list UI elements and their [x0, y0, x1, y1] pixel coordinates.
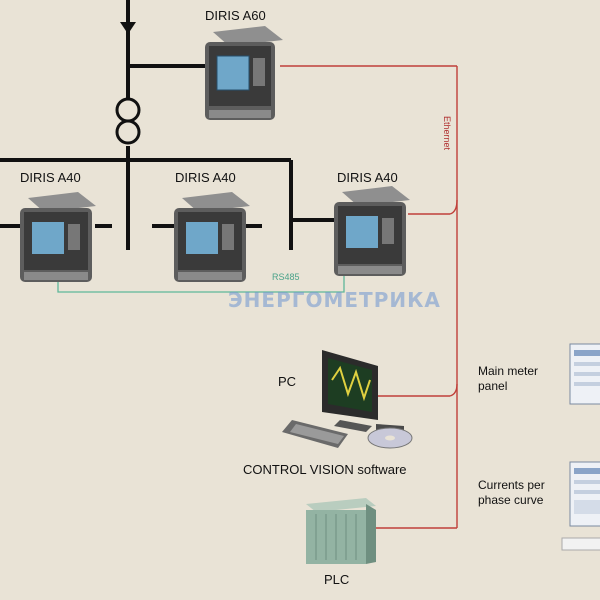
ethernet-lines: [280, 65, 458, 529]
watermark-text: ЭНЕРГОМЕТРИКА: [228, 288, 441, 312]
arrow-down-icon: [120, 22, 136, 34]
transformer-icon: [115, 97, 141, 145]
meter-right-label: DIRIS A40: [337, 170, 398, 185]
meter-top-label: DIRIS A60: [205, 8, 266, 23]
main-panel-screen-thumb: [569, 343, 600, 405]
software-label: CONTROL VISION software: [243, 462, 407, 477]
meter-middle-device: [174, 192, 250, 282]
currents-curve-label: Currents per phase curve: [478, 478, 545, 507]
meter-left-device: [20, 192, 96, 282]
meter-top-device: [205, 26, 283, 120]
ethernet-label: Ethernet: [442, 116, 452, 151]
meter-right-device: [334, 186, 410, 276]
currents-curve-screen-thumb: [561, 461, 600, 551]
power-bus: [0, 0, 336, 250]
cd-icon: [367, 427, 413, 449]
main-panel-label: Main meter panel: [478, 364, 539, 393]
pc-label: PC: [278, 374, 297, 389]
rs485-label: RS485: [272, 272, 300, 282]
plc-label: PLC: [324, 572, 350, 587]
meter-middle-label: DIRIS A40: [175, 170, 236, 185]
plc-device: [306, 498, 376, 564]
meter-left-label: DIRIS A40: [20, 170, 81, 185]
